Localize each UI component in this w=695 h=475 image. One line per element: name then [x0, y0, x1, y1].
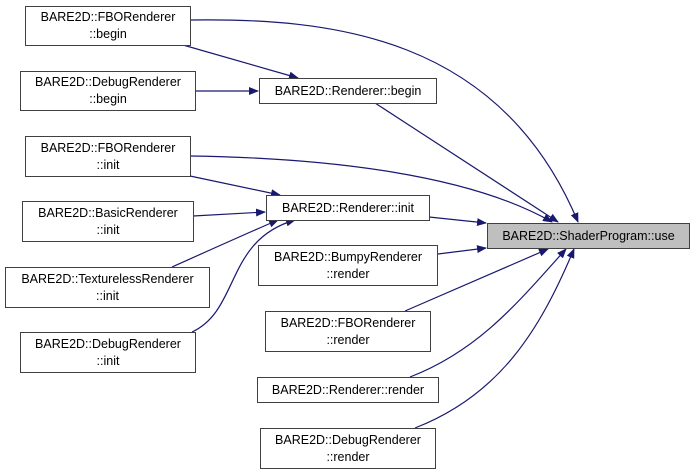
node-label: BARE2D::FBORenderer	[40, 10, 176, 24]
edge-debug-init-to-renderer-init	[191, 218, 296, 333]
edge-debug-render-to-shader-use	[414, 248, 575, 429]
node-label: BARE2D::DebugRenderer	[35, 75, 181, 89]
node-fbo-renderer-render[interactable]: BARE2D::FBORenderer ::render	[265, 311, 431, 352]
node-label: ::render	[326, 266, 370, 281]
node-label: BARE2D::ShaderProgram::use	[502, 228, 675, 243]
node-label: BARE2D::Renderer::begin	[274, 83, 422, 98]
node-label: ::init	[96, 222, 120, 237]
edge-renderer-begin-to-shader-use	[374, 102, 559, 223]
node-label: BARE2D::TexturelessRenderer	[21, 271, 194, 286]
edge-bumpy-render-to-shader-use	[437, 245, 487, 255]
node-label: BARE2D::FBORenderer	[40, 140, 176, 155]
node-label: ::init	[96, 288, 119, 303]
node-label: BARE2D::Renderer::render	[271, 382, 425, 397]
node-label: ::begin	[89, 27, 127, 41]
edge-renderer-init-to-shader-use	[428, 216, 487, 227]
node-renderer-init[interactable]: BARE2D::Renderer::init	[266, 195, 430, 221]
edge-fbo-init-to-renderer-init	[189, 175, 281, 198]
node-label: ::init	[96, 353, 120, 368]
node-label: ::render	[326, 332, 370, 347]
edge-fbo-begin-to-renderer-begin	[182, 44, 299, 80]
edge-texless-init-to-renderer-init	[171, 219, 279, 268]
node-label: BARE2D::Renderer::init	[281, 200, 414, 215]
node-debug-renderer-init[interactable]: BARE2D::DebugRenderer ::init	[20, 332, 196, 373]
node-label: BARE2D::BumpyRenderer	[274, 249, 422, 264]
node-basic-renderer-init[interactable]: BARE2D::BasicRenderer ::init	[22, 201, 194, 242]
edge-fbo-init-to-shader-use	[189, 155, 553, 223]
edge-fbo-begin-to-shader-use	[189, 19, 579, 223]
node-fbo-renderer-begin[interactable]: BARE2D::FBORenderer ::begin	[25, 6, 191, 46]
node-label: BARE2D::FBORenderer	[280, 315, 416, 330]
node-textureless-renderer-init[interactable]: BARE2D::TexturelessRenderer ::init	[5, 267, 210, 308]
edge-fbo-render-to-shader-use	[404, 248, 549, 312]
node-label: BARE2D::DebugRenderer	[35, 336, 181, 351]
edge-basic-init-to-renderer-init	[192, 208, 266, 217]
node-debug-renderer-render[interactable]: BARE2D::DebugRenderer ::render	[260, 428, 436, 469]
node-label: BARE2D::BasicRenderer	[38, 205, 178, 220]
node-label: BARE2D::DebugRenderer	[275, 432, 421, 447]
node-renderer-render[interactable]: BARE2D::Renderer::render	[257, 377, 439, 403]
node-label: ::begin	[89, 92, 127, 106]
node-renderer-begin[interactable]: BARE2D::Renderer::begin	[259, 78, 437, 104]
node-bumpy-renderer-render[interactable]: BARE2D::BumpyRenderer ::render	[258, 245, 438, 286]
node-shader-program-use: BARE2D::ShaderProgram::use	[487, 223, 690, 249]
node-debug-renderer-begin[interactable]: BARE2D::DebugRenderer ::begin	[20, 71, 196, 111]
node-fbo-renderer-init[interactable]: BARE2D::FBORenderer ::init	[25, 136, 191, 177]
edge-renderer-render-to-shader-use	[409, 248, 567, 378]
node-label: ::render	[326, 449, 370, 464]
node-label: ::init	[96, 157, 120, 172]
